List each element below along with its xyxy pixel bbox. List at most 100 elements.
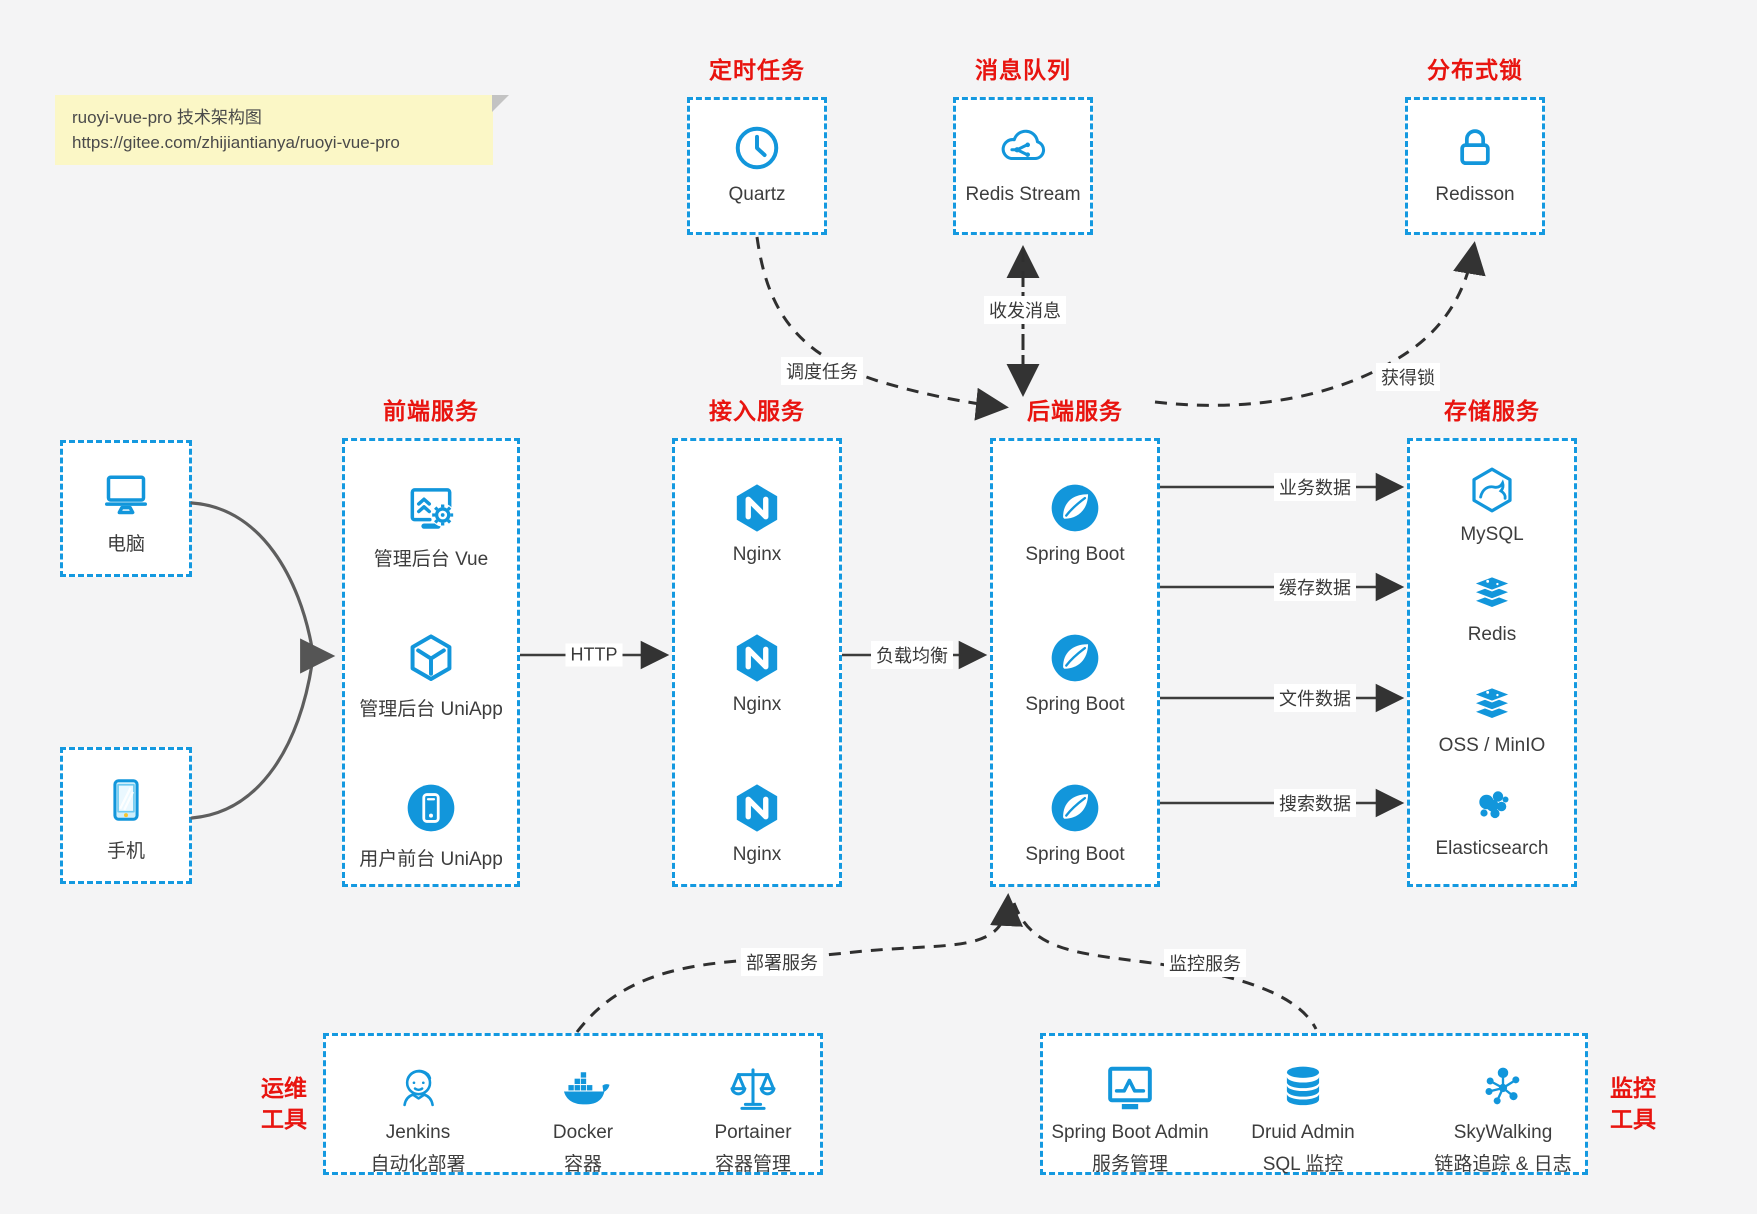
clock-icon <box>735 126 779 170</box>
title-message-queue: 消息队列 <box>975 57 1071 83</box>
frontend-box: 管理后台 Vue 管理后台 UniApp 用户前台 UniApp <box>342 438 520 887</box>
note-url: https://gitee.com/zhijiantianya/ruoyi-vu… <box>72 133 400 152</box>
mysql-node: MySQL <box>1410 464 1574 546</box>
springboot-label-1: Spring Boot <box>1025 544 1125 565</box>
springboot-label-2: Spring Boot <box>1025 694 1125 715</box>
docker-whale-icon <box>562 1072 610 1105</box>
storage-stack-icon <box>1472 686 1512 720</box>
scales-icon <box>730 1068 776 1110</box>
jenkins-label: Jenkins <box>385 1122 451 1143</box>
mobile-phone-icon <box>113 779 139 821</box>
mysql-icon <box>1472 467 1512 513</box>
sticky-note: ruoyi-vue-pro 技术架构图 https://gitee.com/zh… <box>55 95 509 165</box>
title-scheduled-task: 定时任务 <box>709 57 805 83</box>
user-uniapp-label: 用户前台 UniApp <box>359 849 503 870</box>
nginx-node-1: Nginx <box>675 480 839 566</box>
computer-node: 电脑 <box>63 465 189 556</box>
quartz-label: Quartz <box>728 184 786 205</box>
druid-admin-node: Druid Admin SQL 监控 <box>1183 1060 1423 1176</box>
docker-node: Docker 容器 <box>463 1060 703 1176</box>
cube-icon <box>410 634 452 681</box>
admin-uniapp-label: 管理后台 UniApp <box>359 699 503 720</box>
edge-label-schedule-task: 调度任务 <box>781 357 863 385</box>
redis-label: Redis <box>1467 624 1517 645</box>
spring-leaf-icon <box>1051 634 1099 682</box>
edge-label-http: HTTP <box>565 643 623 667</box>
phone-box: 手机 <box>60 747 192 884</box>
oss-minio-label: OSS / MinIO <box>1438 735 1546 756</box>
title-monitor-tools: 监控 工具 <box>1610 1075 1656 1132</box>
edge-label-deploy: 部署服务 <box>741 948 823 976</box>
edge-label-cache-data: 缓存数据 <box>1274 573 1356 601</box>
springboot-node-1: Spring Boot <box>993 480 1157 566</box>
quartz-node: Quartz <box>690 120 824 206</box>
title-storage-services: 存储服务 <box>1444 398 1540 424</box>
ops-tools-box: Jenkins 自动化部署 Docker 容器 <box>323 1033 823 1175</box>
docker-desc: 容器 <box>563 1154 602 1175</box>
redis-stream-node: Redis Stream <box>956 120 1090 206</box>
nginx-icon <box>736 784 778 832</box>
redis-stream-label: Redis Stream <box>965 184 1081 205</box>
springboot-admin-label: Spring Boot Admin <box>1051 1122 1209 1143</box>
phone-node: 手机 <box>63 772 189 863</box>
user-uniapp-node: 用户前台 UniApp <box>345 780 517 871</box>
edge-label-monitor: 监控服务 <box>1164 949 1246 977</box>
nginx-label-1: Nginx <box>732 544 782 565</box>
redisson-label: Redisson <box>1435 184 1515 205</box>
elasticsearch-node: Elasticsearch <box>1410 782 1574 860</box>
oss-minio-node: OSS / MinIO <box>1410 675 1574 757</box>
spring-leaf-icon <box>1051 784 1099 832</box>
redis-stack-icon <box>1472 575 1512 609</box>
portainer-desc: 容器管理 <box>714 1154 791 1175</box>
cloud-share-icon <box>1001 129 1046 161</box>
elasticsearch-label: Elasticsearch <box>1435 838 1549 859</box>
jenkins-butler-icon <box>403 1069 434 1107</box>
title-frontend-services: 前端服务 <box>383 398 479 424</box>
docker-label: Docker <box>552 1122 614 1143</box>
title-gateway-services: 接入服务 <box>709 398 805 424</box>
desktop-icon <box>105 475 147 515</box>
storage-box: MySQL Redis OSS / Mi <box>1407 438 1577 887</box>
mysql-label: MySQL <box>1460 524 1524 545</box>
edge-label-file-data: 文件数据 <box>1274 684 1356 712</box>
springboot-admin-desc: 服务管理 <box>1091 1154 1168 1175</box>
nginx-node-2: Nginx <box>675 630 839 716</box>
gateway-box: Nginx Nginx Nginx <box>672 438 842 887</box>
backend-box: Spring Boot Spring Boot Spring Boot <box>990 438 1160 887</box>
admin-screen-gear-icon <box>410 488 455 529</box>
phone-to-frontend-curve <box>190 662 314 820</box>
nginx-node-3: Nginx <box>675 780 839 866</box>
scheduler-box: Quartz <box>687 97 827 235</box>
admin-vue-node: 管理后台 Vue <box>345 480 517 571</box>
nginx-icon <box>736 484 778 532</box>
lock-icon <box>1460 129 1490 166</box>
jenkins-desc: 自动化部署 <box>370 1154 466 1175</box>
spring-leaf-icon <box>1051 484 1099 532</box>
skywalking-label: SkyWalking <box>1453 1122 1553 1143</box>
computer-label: 电脑 <box>106 534 145 555</box>
nginx-label-2: Nginx <box>732 694 782 715</box>
springboot-node-3: Spring Boot <box>993 780 1157 866</box>
monitor-pulse-icon <box>1108 1066 1152 1110</box>
nginx-icon <box>736 634 778 682</box>
edge-label-business-data: 业务数据 <box>1274 473 1356 501</box>
druid-admin-label: Druid Admin <box>1251 1122 1355 1143</box>
edge-label-acquire-lock: 获得锁 <box>1376 363 1440 391</box>
edge-label-load-balance: 负载均衡 <box>871 641 953 669</box>
redis-node: Redis <box>1410 564 1574 646</box>
skywalking-desc: 链路追踪 & 日志 <box>1434 1154 1572 1175</box>
elasticsearch-cluster-icon <box>1479 791 1509 819</box>
mq-box: Redis Stream <box>953 97 1093 235</box>
monitor-tools-box: Spring Boot Admin 服务管理 Druid Admin SQL 监… <box>1040 1033 1588 1175</box>
database-icon <box>1286 1066 1320 1106</box>
note-title: ruoyi-vue-pro 技术架构图 <box>72 108 262 127</box>
title-distributed-lock: 分布式锁 <box>1427 57 1523 83</box>
jenkins-node: Jenkins 自动化部署 <box>298 1060 538 1176</box>
title-ops-tools: 运维 工具 <box>261 1075 307 1132</box>
springboot-label-3: Spring Boot <box>1025 844 1125 865</box>
computer-box: 电脑 <box>60 440 192 577</box>
skywalking-node: SkyWalking 链路追踪 & 日志 <box>1383 1060 1623 1176</box>
portainer-label: Portainer <box>714 1122 792 1143</box>
springboot-admin-node: Spring Boot Admin 服务管理 <box>1010 1060 1250 1176</box>
